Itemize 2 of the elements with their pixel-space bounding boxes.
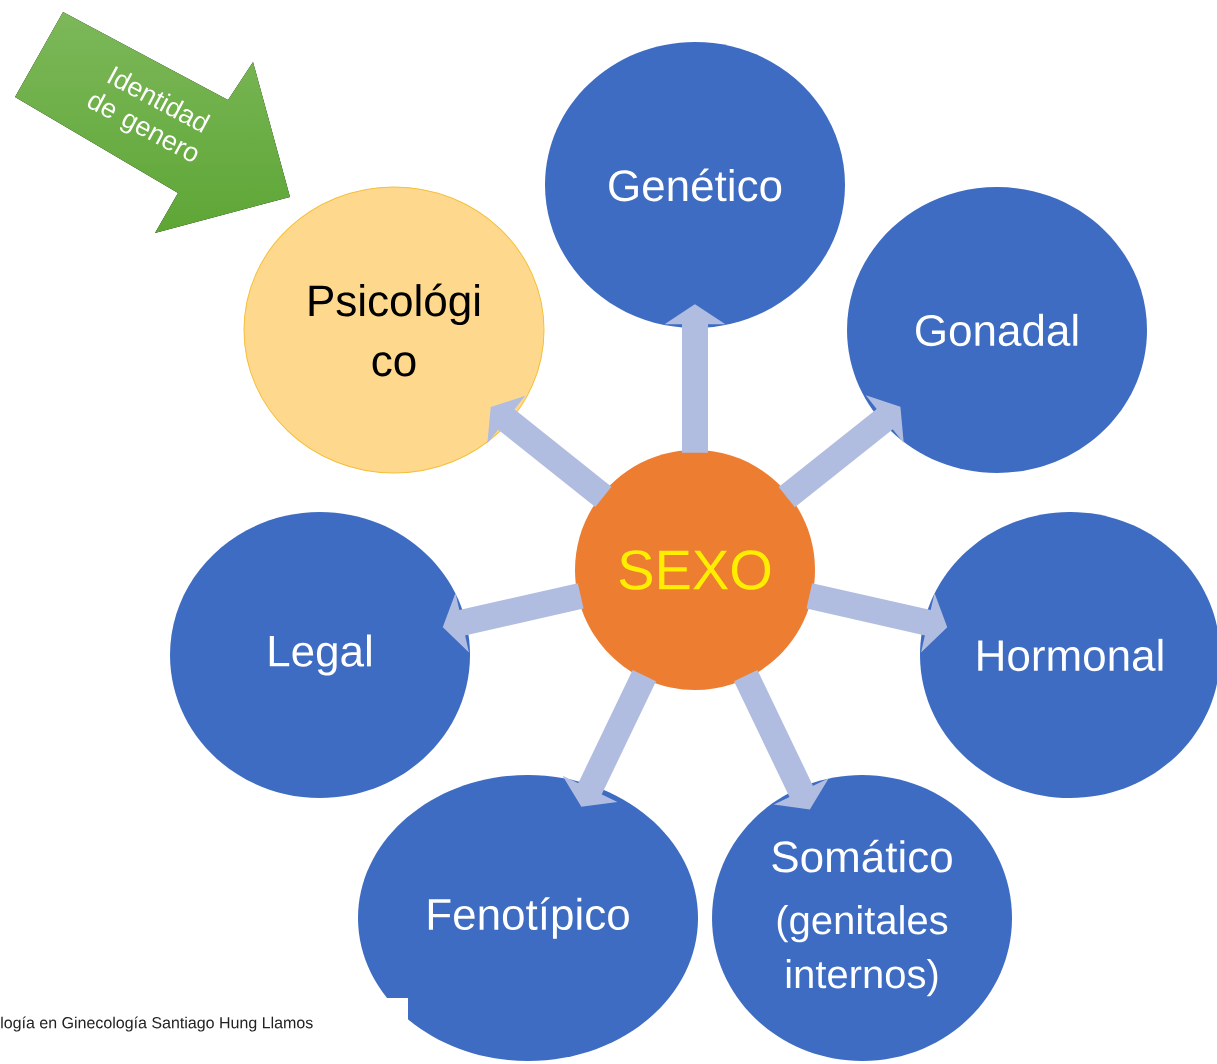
block-arrow xyxy=(733,670,829,810)
footer-text: logía en Ginecología Santiago Hung Llamos xyxy=(0,998,408,1042)
